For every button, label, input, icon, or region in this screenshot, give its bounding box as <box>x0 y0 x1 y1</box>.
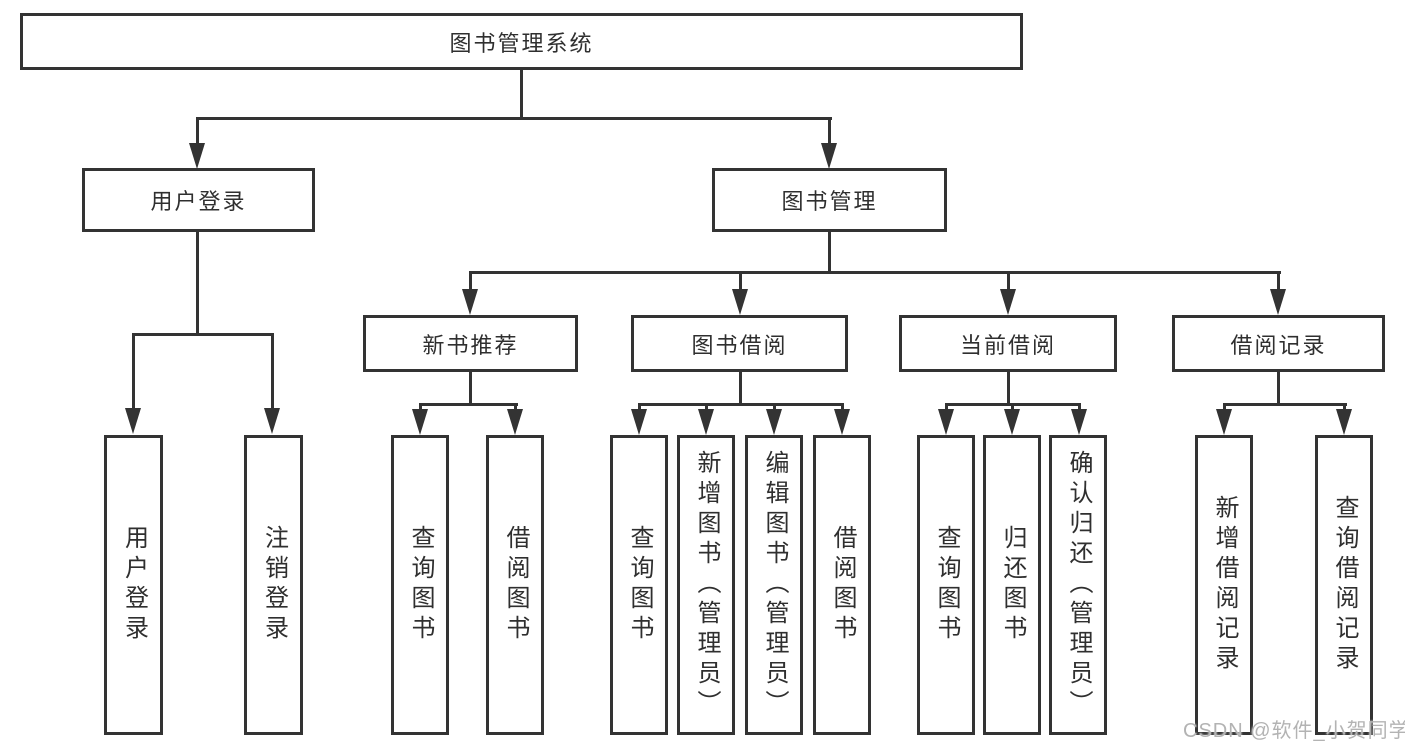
node-label-br-add-record: 新增借阅记录 <box>1211 495 1238 675</box>
connector-line <box>419 403 518 406</box>
arrow-down-icon <box>462 289 478 315</box>
node-box-bb-add-books-admin: 新增图书（管理员） <box>677 435 735 735</box>
connector-line <box>419 403 422 411</box>
connector-line <box>1007 372 1010 406</box>
connector-line <box>1277 271 1280 291</box>
arrow-down-icon <box>507 409 523 435</box>
node-box-borrowing-records: 借阅记录 <box>1172 315 1385 372</box>
node-label-cb-confirm-return-admin: 确认归还（管理员） <box>1065 450 1092 720</box>
connector-line <box>132 333 135 410</box>
connector-line <box>1223 403 1347 406</box>
arrow-down-icon <box>732 289 748 315</box>
connector-line <box>828 232 831 274</box>
node-box-book-borrowing: 图书借阅 <box>631 315 848 372</box>
connector-line <box>514 403 517 411</box>
arrow-down-icon <box>766 409 782 435</box>
connector-line <box>1223 403 1226 411</box>
connector-line <box>1007 271 1010 291</box>
arrow-down-icon <box>264 408 280 434</box>
node-label-bb-add-books-admin: 新增图书（管理员） <box>693 450 720 720</box>
node-label-cb-query-books: 查询图书 <box>933 525 960 645</box>
node-box-leaf-logout: 注销登录 <box>244 435 303 735</box>
node-label-br-query-record: 查询借阅记录 <box>1331 495 1358 675</box>
arrow-down-icon <box>1336 409 1352 435</box>
node-label-bb-edit-books-admin: 编辑图书（管理员） <box>761 450 788 720</box>
connector-line <box>196 117 199 146</box>
connector-line <box>739 372 742 406</box>
node-box-nbr-query-books: 查询图书 <box>391 435 449 735</box>
arrow-down-icon <box>412 409 428 435</box>
connector-line <box>705 403 708 411</box>
arrow-down-icon <box>189 143 205 169</box>
node-label-book-borrowing: 图书借阅 <box>691 332 788 358</box>
connector-line <box>945 403 948 411</box>
arrow-down-icon <box>821 143 837 169</box>
node-label-new-book-recommend: 新书推荐 <box>422 332 519 358</box>
node-label-cb-return-books: 归还图书 <box>999 525 1026 645</box>
arrow-down-icon <box>698 409 714 435</box>
node-label-bb-borrow-books: 借阅图书 <box>829 525 856 645</box>
arrow-down-icon <box>1004 409 1020 435</box>
connector-line <box>196 117 832 120</box>
connector-line <box>469 372 472 406</box>
connector-line <box>828 117 831 146</box>
arrow-down-icon <box>938 409 954 435</box>
node-label-nbr-query-books: 查询图书 <box>407 525 434 645</box>
node-label-borrowing-records: 借阅记录 <box>1230 332 1327 358</box>
connector-line <box>132 333 274 336</box>
connector-line <box>841 403 844 411</box>
node-label-bb-query-books: 查询图书 <box>626 525 653 645</box>
arrow-down-icon <box>631 409 647 435</box>
node-box-current-borrowing: 当前借阅 <box>899 315 1117 372</box>
node-box-cb-return-books: 归还图书 <box>983 435 1041 735</box>
connector-line <box>1343 403 1346 411</box>
connector-line <box>1011 403 1014 411</box>
connector-line <box>739 271 742 291</box>
connector-line <box>271 333 274 410</box>
arrow-down-icon <box>1270 289 1286 315</box>
connector-line <box>638 403 641 411</box>
node-box-br-query-record: 查询借阅记录 <box>1315 435 1373 735</box>
node-box-cb-query-books: 查询图书 <box>917 435 975 735</box>
node-box-bb-borrow-books: 借阅图书 <box>813 435 871 735</box>
node-box-cb-confirm-return-admin: 确认归还（管理员） <box>1049 435 1107 735</box>
node-box-book-management: 图书管理 <box>712 168 947 232</box>
connector-line <box>196 232 199 336</box>
connector-line <box>638 403 844 406</box>
watermark: CSDN @软件_小贺同学 <box>1183 720 1405 742</box>
arrow-down-icon <box>125 408 141 434</box>
connector-line <box>1277 372 1280 406</box>
connector-line <box>520 70 523 120</box>
connector-line <box>1078 403 1081 411</box>
node-label-leaf-user-login: 用户登录 <box>120 525 148 645</box>
node-label-root: 图书管理系统 <box>449 30 594 56</box>
node-label-leaf-logout: 注销登录 <box>260 525 288 645</box>
node-box-bb-query-books: 查询图书 <box>610 435 668 735</box>
node-label-book-management: 图书管理 <box>781 189 878 214</box>
arrow-down-icon <box>834 409 850 435</box>
node-box-root: 图书管理系统 <box>20 13 1023 70</box>
node-box-new-book-recommend: 新书推荐 <box>363 315 578 372</box>
node-label-nbr-borrow-books: 借阅图书 <box>502 525 529 645</box>
connector-line <box>773 403 776 411</box>
node-box-br-add-record: 新增借阅记录 <box>1195 435 1253 735</box>
arrow-down-icon <box>1071 409 1087 435</box>
node-box-user-login: 用户登录 <box>82 168 315 232</box>
node-label-user-login: 用户登录 <box>150 189 247 214</box>
connector-line <box>469 271 472 291</box>
arrow-down-icon <box>1000 289 1016 315</box>
node-label-current-borrowing: 当前借阅 <box>959 332 1056 358</box>
node-box-nbr-borrow-books: 借阅图书 <box>486 435 544 735</box>
connector-line <box>469 271 1281 274</box>
node-box-bb-edit-books-admin: 编辑图书（管理员） <box>745 435 803 735</box>
arrow-down-icon <box>1216 409 1232 435</box>
node-box-leaf-user-login: 用户登录 <box>104 435 163 735</box>
